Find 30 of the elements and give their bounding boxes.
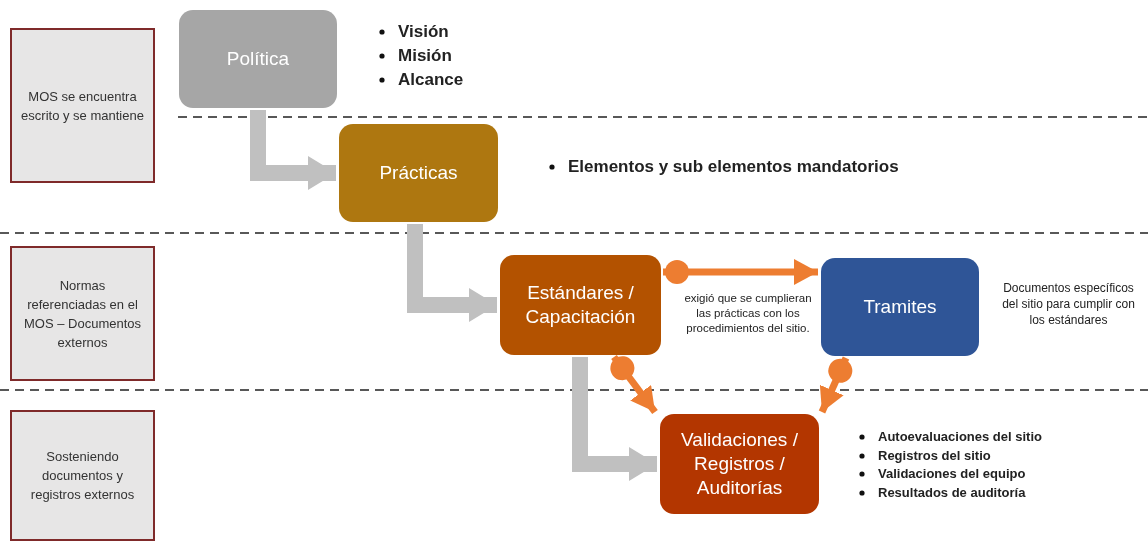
arrow	[818, 356, 853, 414]
process-box	[821, 258, 979, 356]
row-label-box	[10, 246, 155, 381]
bullet-text: Validaciones del equipo	[878, 465, 1026, 483]
bullet-text: Resultados de auditoría	[878, 483, 1026, 502]
node-text: Normas referenciadas en el MOS – Documentos externos	[22, 276, 142, 352]
node-text: Validaciones / Registros / Auditorías	[680, 428, 799, 500]
elbow-arrow	[407, 224, 497, 322]
elbow-arrow	[572, 357, 657, 481]
bullet-text: Registros del sitio	[878, 446, 991, 465]
process-box	[660, 414, 819, 514]
arrow	[610, 354, 658, 415]
note-text: Documentos específicos del sitio para cumplir con los estándares	[1001, 280, 1136, 328]
node-text: Tramites	[863, 295, 937, 319]
node-text: MOS se encuentra escrito y se mantiene	[20, 87, 145, 125]
node-text: Sosteniendo documentos y registros externos	[29, 448, 136, 504]
process-box	[500, 255, 661, 355]
bullet-text: Visión	[398, 21, 449, 43]
bullet-text: Alcance	[398, 69, 464, 91]
node-text: Política	[226, 47, 290, 71]
row-label-box	[10, 410, 155, 541]
node-text: Estándares / Capacitación	[524, 281, 637, 329]
bullet-text: Elementos y sub elementos mandatorios	[568, 156, 899, 178]
bullet-text: Autoevaluaciones del sitio	[878, 428, 1042, 446]
node-text: Prácticas	[379, 161, 458, 185]
elbow-arrow	[250, 110, 336, 190]
process-box	[179, 10, 337, 108]
row-label-box	[10, 28, 155, 183]
process-box	[339, 124, 498, 222]
bullet-text: Misión	[398, 45, 452, 67]
